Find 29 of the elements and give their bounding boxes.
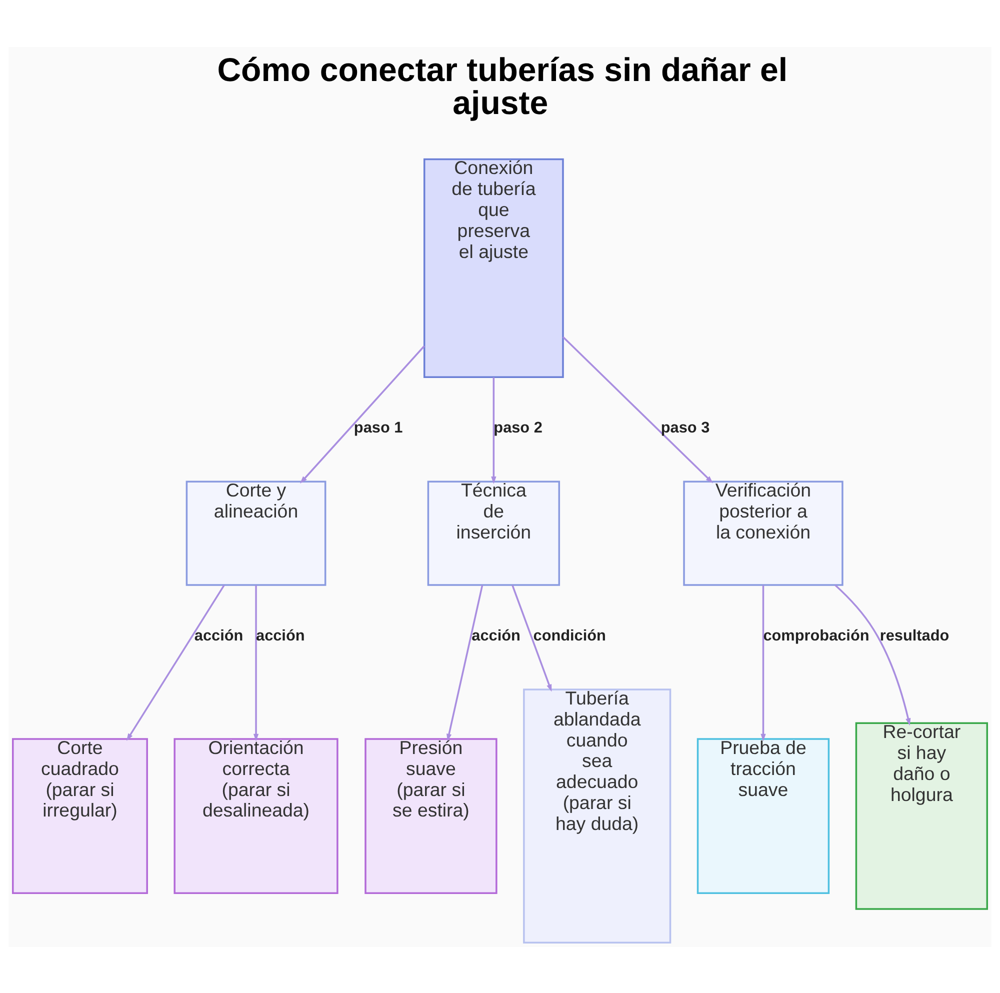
diagram-title: Cómo conectar tuberías sin dañar el ajuste (217, 50, 788, 121)
node-box: Técnica de inserción (427, 480, 560, 586)
arrow (126, 584, 225, 740)
node-box: Conexión de tubería que preserva el ajuste (423, 158, 564, 378)
edge-label: paso 3 (660, 418, 710, 436)
edge-label: paso 2 (494, 418, 542, 436)
arrow (834, 584, 911, 726)
node-box: Re-cortar si hay daño o holgura (855, 722, 988, 910)
node-box: Presión suave (parar si se estira) (364, 738, 498, 894)
node-box: Orientación correcta (parar si desalineada) (174, 738, 338, 894)
arrow (562, 336, 713, 483)
node-box: Tubería ablandada cuando sea adecuado (parar si hay duda) (523, 688, 672, 943)
edge-label: comprobación (763, 626, 870, 644)
node-box: Prueba de tracción suave (696, 738, 830, 894)
edge-label: acción (472, 626, 520, 644)
node-box: Corte cuadrado (parar si irregular) (12, 738, 148, 894)
edge-label: acción (194, 626, 244, 644)
arrow (491, 376, 496, 484)
arrow (760, 584, 766, 741)
node-box: Verificación posterior a la conexión (683, 480, 844, 586)
edge-label: resultado (880, 626, 950, 644)
arrow (253, 584, 259, 741)
arrow (446, 584, 484, 741)
edge-label: acción (256, 626, 305, 644)
edge-label: paso 1 (354, 418, 403, 436)
edge-label: condición (533, 626, 606, 644)
arrow (300, 344, 425, 483)
node-box: Corte y alineación (186, 480, 326, 586)
arrow (512, 584, 552, 692)
